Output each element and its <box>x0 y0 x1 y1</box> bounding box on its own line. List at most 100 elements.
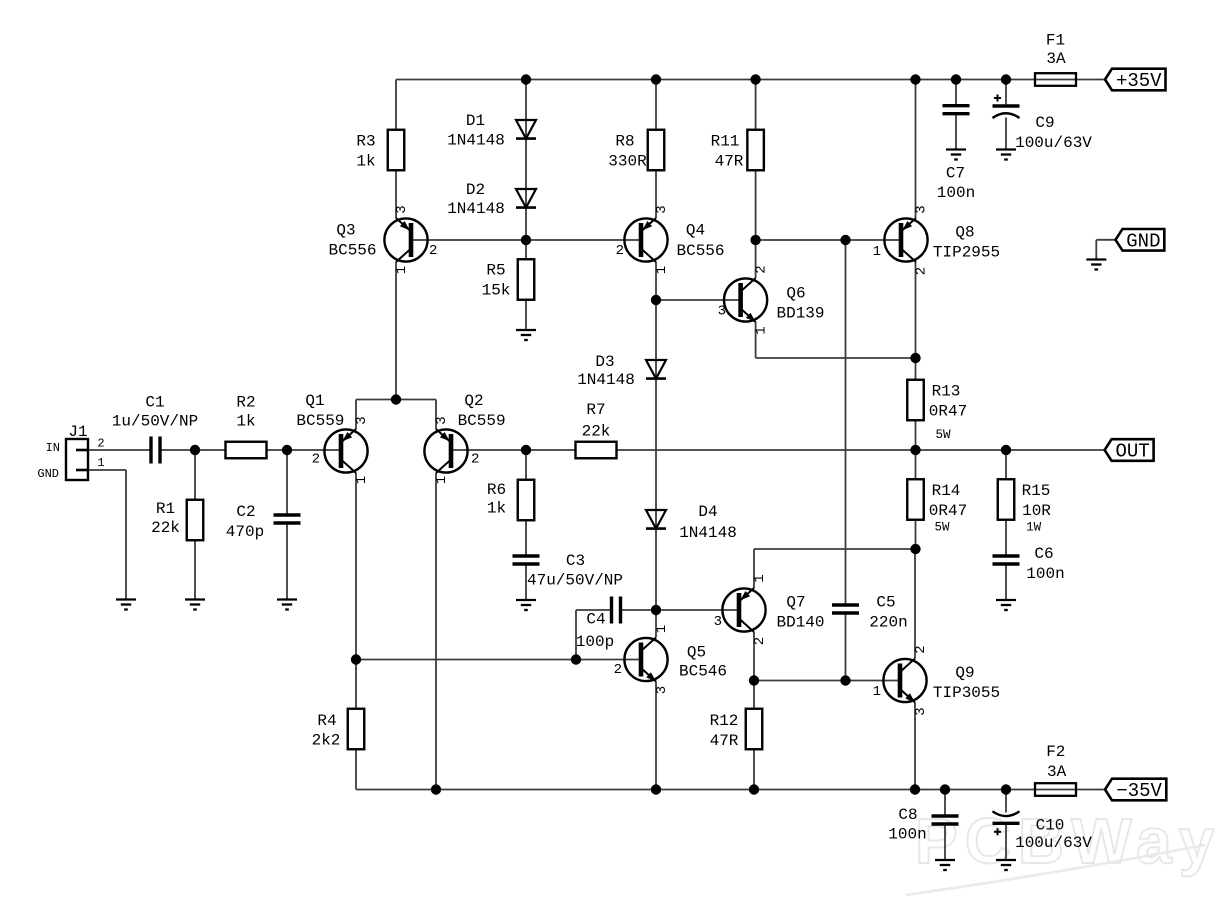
svg-text:D3: D3 <box>595 353 614 371</box>
svg-text:BC559: BC559 <box>296 412 344 430</box>
svg-text:Q6: Q6 <box>786 285 805 303</box>
svg-text:5W: 5W <box>934 521 950 535</box>
svg-text:BC556: BC556 <box>676 242 724 260</box>
svg-text:C2: C2 <box>236 503 255 521</box>
svg-text:22k: 22k <box>582 423 611 441</box>
svg-text:OUT: OUT <box>1115 441 1149 463</box>
svg-text:GND: GND <box>37 467 59 481</box>
svg-text:C7: C7 <box>946 165 965 183</box>
svg-text:BD139: BD139 <box>776 305 824 323</box>
svg-text:F1: F1 <box>1046 32 1065 50</box>
svg-text:2: 2 <box>429 243 437 259</box>
svg-text:GND: GND <box>1126 230 1160 252</box>
svg-text:C1: C1 <box>145 394 164 412</box>
svg-text:100n: 100n <box>888 826 926 844</box>
svg-text:1N4148: 1N4148 <box>447 132 505 150</box>
svg-text:1k: 1k <box>356 153 375 171</box>
svg-text:220n: 220n <box>869 614 907 632</box>
svg-text:3A: 3A <box>1046 50 1066 68</box>
svg-text:F2: F2 <box>1046 743 1065 761</box>
svg-text:1: 1 <box>873 684 881 700</box>
svg-text:R8: R8 <box>615 133 634 151</box>
svg-text:47R: 47R <box>715 153 744 171</box>
svg-text:3: 3 <box>714 614 722 630</box>
svg-text:R15: R15 <box>1022 482 1051 500</box>
svg-text:Q9: Q9 <box>955 664 974 682</box>
svg-text:1k: 1k <box>236 413 255 431</box>
svg-text:2k2: 2k2 <box>312 732 341 750</box>
svg-text:IN: IN <box>46 441 60 455</box>
svg-text:BD140: BD140 <box>776 614 824 632</box>
svg-text:1N4148: 1N4148 <box>679 524 737 542</box>
svg-text:1: 1 <box>754 326 770 334</box>
svg-text:2: 2 <box>913 645 929 653</box>
svg-text:10R: 10R <box>1022 502 1051 520</box>
svg-text:Q7: Q7 <box>786 594 805 612</box>
svg-text:3: 3 <box>913 707 929 715</box>
svg-text:R5: R5 <box>486 262 505 280</box>
svg-text:15k: 15k <box>482 282 511 300</box>
svg-text:C8: C8 <box>898 806 917 824</box>
svg-text:TIP2955: TIP2955 <box>933 244 1000 262</box>
svg-text:C4: C4 <box>586 611 605 629</box>
svg-text:2: 2 <box>312 452 320 468</box>
svg-text:100n: 100n <box>937 184 975 202</box>
svg-text:1N4148: 1N4148 <box>577 371 635 389</box>
svg-text:330R: 330R <box>608 153 647 171</box>
svg-text:R13: R13 <box>932 383 961 401</box>
svg-text:J1: J1 <box>68 423 87 441</box>
svg-text:1: 1 <box>354 476 370 484</box>
svg-text:R14: R14 <box>932 482 961 500</box>
svg-text:D2: D2 <box>466 181 485 199</box>
svg-text:1: 1 <box>873 244 881 260</box>
svg-text:3: 3 <box>654 686 670 694</box>
svg-text:C10: C10 <box>1036 817 1065 835</box>
svg-text:C3: C3 <box>566 552 585 570</box>
svg-text:47R: 47R <box>710 732 739 750</box>
svg-text:1: 1 <box>394 266 410 274</box>
svg-text:+35V: +35V <box>1116 70 1162 92</box>
svg-text:100n: 100n <box>1026 565 1064 583</box>
svg-text:1W: 1W <box>1026 521 1042 535</box>
svg-text:R12: R12 <box>710 712 739 730</box>
svg-text:22k: 22k <box>151 519 180 537</box>
svg-text:5W: 5W <box>935 428 951 442</box>
svg-text:C9: C9 <box>1035 114 1054 132</box>
svg-text:C5: C5 <box>876 594 895 612</box>
svg-text:1k: 1k <box>487 500 506 518</box>
svg-text:R11: R11 <box>711 133 740 151</box>
svg-text:1u/50V/NP: 1u/50V/NP <box>112 413 198 431</box>
svg-text:3: 3 <box>914 205 930 213</box>
svg-text:BC559: BC559 <box>458 412 506 430</box>
svg-text:Q2: Q2 <box>464 392 483 410</box>
svg-text:1: 1 <box>654 625 670 633</box>
svg-text:3: 3 <box>434 416 450 424</box>
svg-text:2: 2 <box>754 265 770 273</box>
svg-text:1: 1 <box>654 266 670 274</box>
svg-text:D1: D1 <box>466 112 485 130</box>
svg-text:1: 1 <box>97 456 104 470</box>
svg-text:R4: R4 <box>317 712 336 730</box>
svg-text:2: 2 <box>616 243 624 259</box>
svg-text:Q1: Q1 <box>305 392 324 410</box>
svg-text:D4: D4 <box>698 503 717 521</box>
svg-text:BC556: BC556 <box>328 242 376 260</box>
svg-text:47u/50V/NP: 47u/50V/NP <box>527 572 623 590</box>
svg-text:100u/63V: 100u/63V <box>1015 834 1092 852</box>
svg-text:3: 3 <box>394 205 410 213</box>
svg-text:PCBWay: PCBWay <box>915 805 1221 877</box>
svg-text:−35V: −35V <box>1116 780 1162 802</box>
svg-text:R3: R3 <box>356 133 375 151</box>
svg-text:0R47: 0R47 <box>929 403 967 421</box>
svg-text:2: 2 <box>471 452 479 468</box>
svg-text:Q3: Q3 <box>336 222 355 240</box>
svg-text:R2: R2 <box>236 394 255 412</box>
svg-text:R1: R1 <box>156 500 175 518</box>
svg-text:R7: R7 <box>586 401 605 419</box>
svg-text:BC546: BC546 <box>679 663 727 681</box>
svg-text:1: 1 <box>752 574 768 582</box>
svg-text:1N4148: 1N4148 <box>447 200 505 218</box>
svg-text:100p: 100p <box>576 633 614 651</box>
svg-text:TIP3055: TIP3055 <box>933 684 1000 702</box>
svg-text:R6: R6 <box>487 481 506 499</box>
